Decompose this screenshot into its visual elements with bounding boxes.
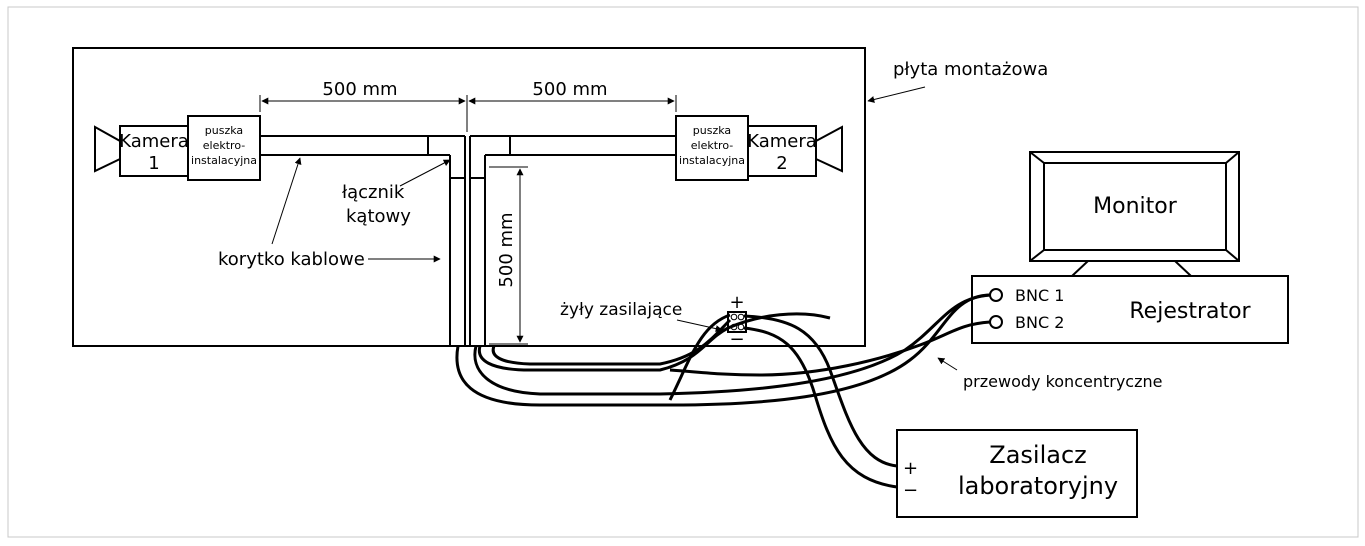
dimension-horizontal-right: 500 mm (468, 79, 677, 112)
cable-tray-label: korytko kablowe (218, 249, 365, 270)
junction-box-1-body (187, 115, 261, 181)
page-frame (7, 6, 1359, 538)
power-supply-label-line1: Zasilacz (989, 441, 1087, 469)
junction-box-2-label-line3: instalacyjna (679, 154, 745, 167)
coax-cables-label: przewody koncentryczne (963, 372, 1162, 391)
junction-box-2-label-line1: puszka (693, 124, 731, 137)
junction-box-1: puszka elektro- instalacyjna (187, 115, 261, 181)
bnc-2-connector (989, 315, 1003, 329)
corner-connector-label-line1: łącznik (342, 182, 405, 203)
recorder-label: Rejestrator (1129, 299, 1251, 324)
junction-box-1-label-line1: puszka (205, 124, 243, 137)
power-supply-plus: + (903, 458, 918, 479)
monitor-screen (1043, 162, 1227, 251)
junction-box-1-label-line2: elektro- (203, 139, 245, 152)
recorder: BNC 1 BNC 2 Rejestrator (971, 275, 1289, 344)
camera-2-lens (815, 125, 843, 173)
power-supply-body (896, 429, 1138, 518)
dimension-vertical: 500 mm (489, 166, 528, 345)
camera-1-label-line1: Kamera (119, 131, 189, 152)
junction-box-2-label-line2: elektro- (691, 139, 733, 152)
corner-connector-label-line2: kątowy (346, 206, 411, 227)
terminal-plus: + (729, 292, 744, 313)
monitor-outer (1029, 151, 1240, 262)
bnc-2-label: BNC 2 (1015, 313, 1064, 332)
coax-cable-2 (477, 312, 991, 401)
junction-box-2: puszka elektro- instalacyjna (675, 115, 749, 181)
monitor: Monitor (1029, 151, 1240, 277)
dimension-right-label: 500 mm (532, 79, 607, 100)
terminal-minus: − (729, 329, 744, 350)
camera-2: Kamera 2 (747, 125, 843, 177)
camera-1: Kamera 1 (94, 125, 189, 177)
coax-cable-1 (455, 293, 991, 407)
monitor-label: Monitor (1093, 194, 1178, 219)
lab-power-supply: Zasilacz laboratoryjny + − (896, 429, 1138, 518)
camera-1-label-line2: 1 (148, 153, 159, 174)
bnc-1-label: BNC 1 (1015, 286, 1064, 305)
recorder-body (971, 275, 1289, 344)
power-wires (743, 314, 898, 489)
power-supply-minus: − (903, 480, 918, 501)
mounting-plate-label: płyta montażowa (893, 59, 1048, 80)
camera-2-label-line2: 2 (776, 153, 787, 174)
camera-1-lens (94, 125, 121, 173)
dimension-horizontal-left: 500 mm (259, 79, 468, 132)
cable-tray (260, 135, 676, 346)
power-supply-label-line2: laboratoryjny (958, 472, 1118, 500)
dimension-left-label: 500 mm (322, 79, 397, 100)
junction-box-1-label-line3: instalacyjna (191, 154, 257, 167)
power-wires-label: żyły zasilające (560, 300, 682, 320)
bnc-1-connector (989, 288, 1003, 302)
dimension-vertical-label: 500 mm (496, 212, 517, 287)
camera-2-label-line1: Kamera (747, 131, 817, 152)
